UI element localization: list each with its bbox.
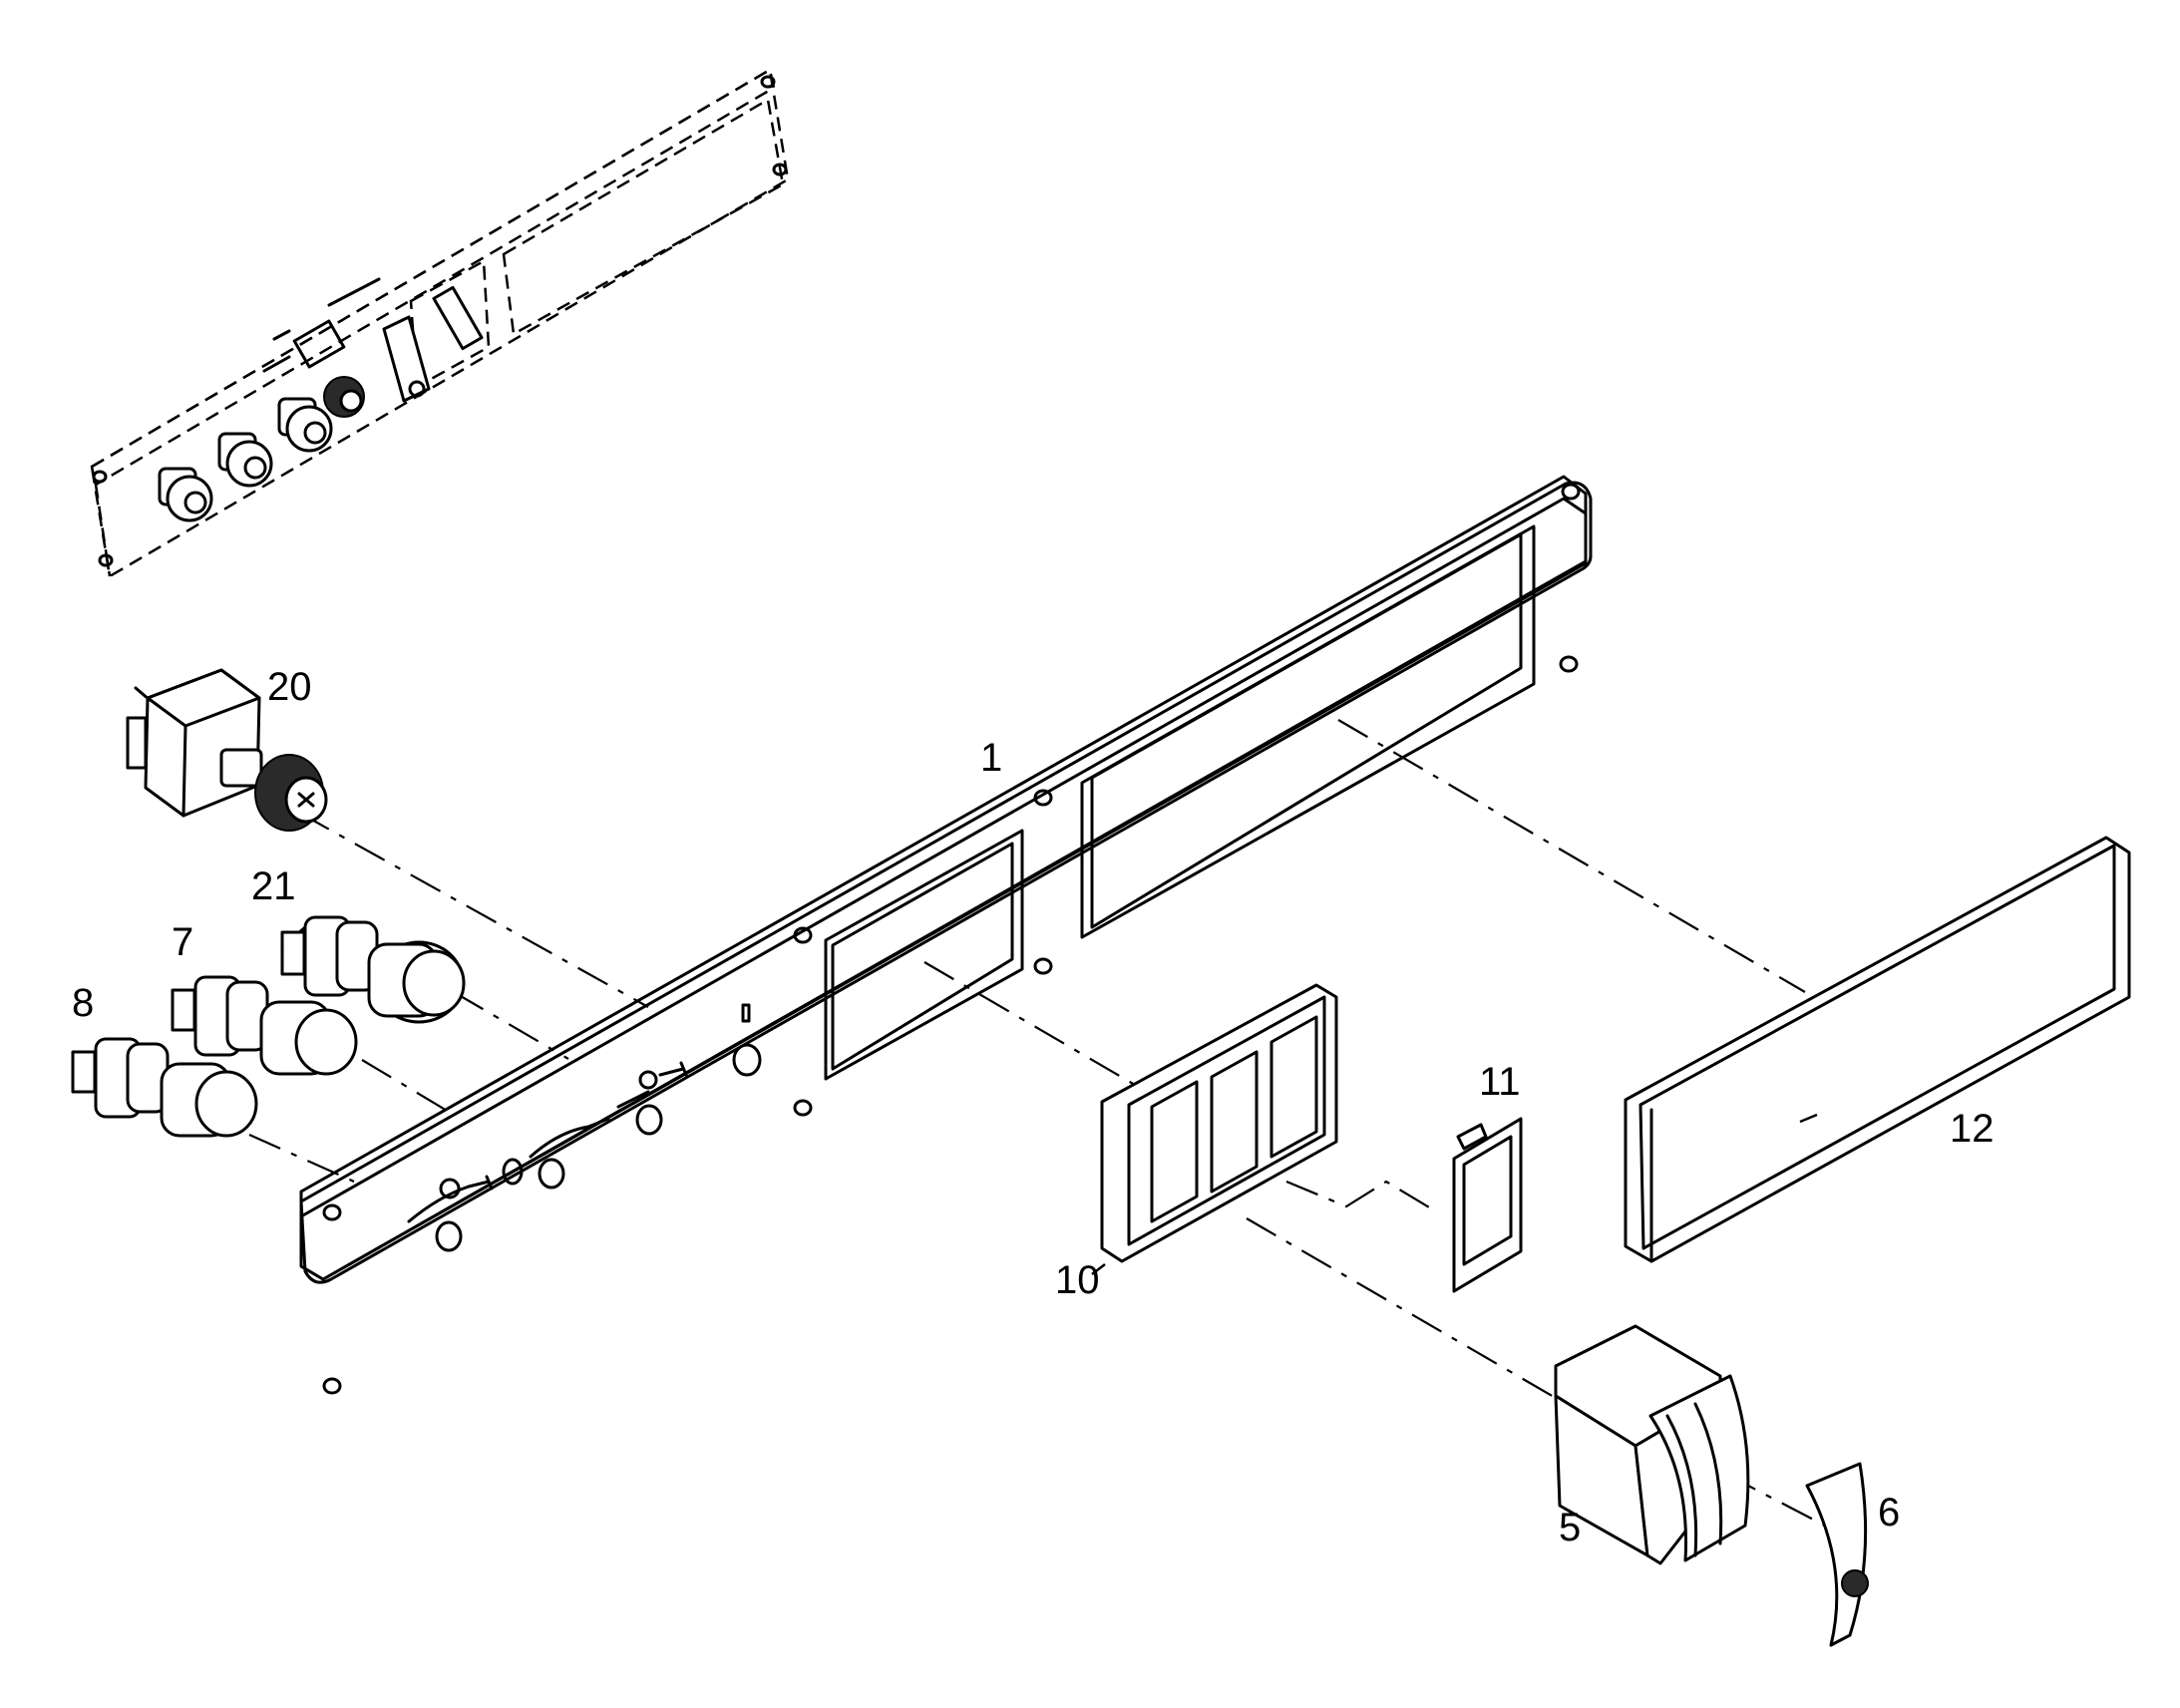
inset-ignition-switch — [262, 319, 365, 418]
callout-20: 20 — [267, 665, 312, 709]
callout-7: 7 — [172, 920, 193, 964]
callout-labels: 1 5 6 7 8 10 11 12 20 21 — [72, 665, 1995, 1549]
ignition-switch — [126, 668, 328, 832]
rocker-switch — [1554, 1324, 1750, 1565]
main-panel — [299, 475, 1593, 1395]
assembly-leader-lines — [248, 719, 1826, 1527]
callout-leaders — [1091, 1113, 1818, 1275]
knob-21 — [280, 915, 466, 1024]
callout-6: 6 — [1878, 1491, 1900, 1535]
callout-5: 5 — [1559, 1506, 1581, 1549]
callout-11: 11 — [1479, 1060, 1521, 1104]
callout-21: 21 — [251, 864, 296, 908]
knob-8 — [71, 1037, 258, 1138]
display-lens — [1624, 836, 2131, 1263]
assembled-panel-inset — [90, 68, 790, 578]
callout-12: 12 — [1950, 1107, 1995, 1151]
switch-bezel — [1100, 983, 1338, 1263]
rocker-lens — [1805, 1462, 1869, 1647]
inset-knob-2 — [217, 432, 273, 488]
callout-10: 10 — [1055, 1258, 1100, 1302]
blanking-plug — [1452, 1117, 1523, 1293]
inset-knob-1 — [158, 467, 213, 522]
callout-1: 1 — [980, 736, 1002, 780]
knob-7 — [171, 975, 358, 1076]
callout-8: 8 — [72, 981, 94, 1025]
inset-knob-3 — [277, 397, 333, 453]
inset-rocker-switch — [382, 315, 431, 403]
